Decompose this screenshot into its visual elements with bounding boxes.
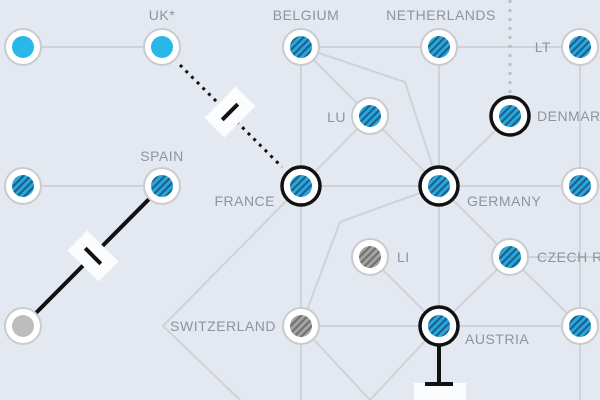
node-n-uk-west	[4, 28, 42, 66]
node-fill	[290, 36, 312, 58]
node-spain	[143, 167, 181, 205]
node-fill	[428, 175, 450, 197]
label-czech: CZECH REPUBLIC	[537, 249, 600, 265]
label-netherlands: NETHERLANDS	[386, 7, 496, 23]
label-switzerland: SWITZERLAND	[170, 318, 276, 334]
node-fill	[569, 315, 591, 337]
node-france	[280, 165, 322, 207]
label-uk: UK*	[149, 7, 175, 23]
label-denmark: DENMARK	[537, 108, 600, 124]
node-fill	[12, 36, 34, 58]
node-fill	[359, 105, 381, 127]
node-fill	[290, 315, 312, 337]
node-fill	[151, 175, 173, 197]
node-denmark	[489, 95, 531, 137]
label-spain: SPAIN	[140, 148, 183, 164]
node-fill	[569, 36, 591, 58]
node-n-east-mid	[561, 167, 599, 205]
breaker-marker	[204, 86, 256, 138]
node-li	[351, 238, 389, 276]
label-belgium: BELGIUM	[273, 7, 340, 23]
node-lt	[561, 28, 599, 66]
label-lt: LT	[535, 39, 551, 55]
node-fill	[428, 36, 450, 58]
node-germany	[418, 165, 460, 207]
node-n-east-low	[561, 307, 599, 345]
breaker-marker	[67, 230, 119, 282]
node-switzerland	[282, 307, 320, 345]
label-austria: AUSTRIA	[465, 331, 529, 347]
node-fill	[569, 175, 591, 197]
node-netherlands	[420, 28, 458, 66]
terminal-marker	[414, 382, 466, 400]
node-uk	[143, 28, 181, 66]
node-belgium	[282, 28, 320, 66]
label-germany: GERMANY	[467, 193, 541, 209]
node-n-spain-west	[4, 167, 42, 205]
nodes	[4, 28, 599, 347]
node-fill	[359, 246, 381, 268]
label-lu: LU	[327, 109, 346, 125]
label-li: LI	[397, 249, 410, 265]
node-fill	[12, 175, 34, 197]
node-fill	[428, 315, 450, 337]
node-fill	[151, 36, 173, 58]
node-lu	[351, 97, 389, 135]
link	[161, 185, 302, 400]
node-n-bottom-left	[4, 307, 42, 345]
link	[300, 46, 440, 187]
node-fill	[499, 246, 521, 268]
node-fill	[290, 175, 312, 197]
label-france: FRANCE	[214, 193, 275, 209]
node-fill	[12, 315, 34, 337]
node-austria	[418, 305, 460, 347]
node-czech	[491, 238, 529, 276]
node-fill	[499, 105, 521, 127]
link	[300, 185, 440, 327]
